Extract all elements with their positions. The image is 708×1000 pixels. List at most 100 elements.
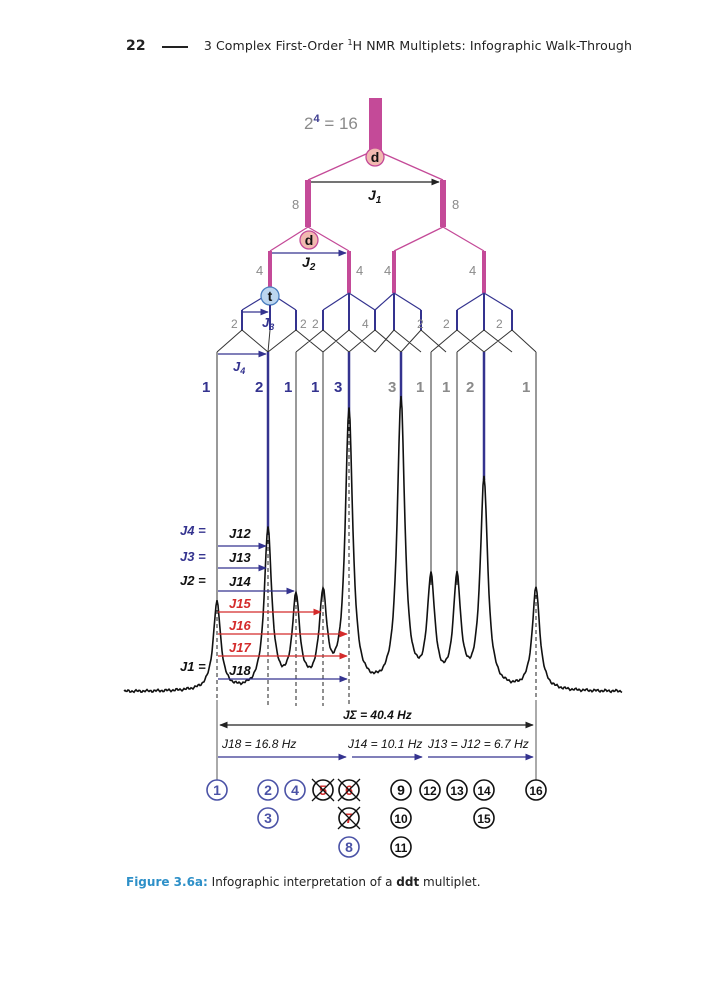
level2-count-4: 4 (469, 263, 476, 278)
caption-label: Figure 3.6a: (126, 875, 208, 889)
line-number-label: 2 (264, 782, 272, 798)
line-number-15: 15 (473, 807, 495, 829)
split-level1 (307, 149, 444, 181)
line-number-2: 2 (257, 779, 279, 801)
bar-level1-left (305, 180, 311, 227)
level3-count-6: 2 (443, 317, 450, 331)
line-number-6: 6 (337, 778, 361, 802)
bar-level2-1 (268, 251, 272, 293)
line-number-label: 9 (397, 782, 405, 798)
intensity-3: 1 (284, 379, 292, 396)
j13-value-label: J13 = J12 = 6.7 Hz (427, 737, 529, 751)
jeq-right-j18: J18 (229, 663, 251, 678)
line-number-11: 11 (390, 836, 412, 858)
level2-count-2: 4 (356, 263, 363, 278)
running-header: 22 3 Complex First-Order 1H NMR Multiple… (126, 38, 632, 54)
level3-count-2: 2 (300, 317, 307, 331)
level2-count-1: 4 (256, 263, 263, 278)
line-number-label: 3 (264, 810, 272, 826)
line-number-8: 8 (338, 836, 360, 858)
line-number-label: 12 (423, 784, 437, 798)
j3-label: J3 (262, 315, 274, 332)
top-formula: 24 = 16 (304, 113, 358, 133)
jsum-label: JΣ = 40.4 Hz (343, 708, 412, 722)
bar-level2-4 (482, 251, 486, 293)
intensity-8: 1 (442, 379, 450, 396)
line-number-7: 7 (337, 806, 361, 830)
splitting-tree: 24 = 16 d J1 8 8 d J2 4 4 4 4 t J3 2 2 2 (202, 98, 537, 396)
j18-value-label: J18 = 16.8 Hz (221, 737, 296, 751)
line-number-circles: 12456912131416371015811 (206, 778, 547, 858)
badge-d1 (365, 147, 385, 167)
split-level2 (269, 226, 485, 252)
badge-d2-label: d (305, 232, 314, 248)
level3-count-1: 2 (231, 317, 238, 331)
stick-lines (216, 352, 537, 605)
line-number-13: 13 (446, 779, 468, 801)
cross-out-mark (337, 806, 361, 830)
line-number-14: 14 (473, 779, 495, 801)
line-number-label: 1 (213, 782, 221, 798)
line-number-1: 1 (206, 779, 228, 801)
intensity-9: 2 (466, 379, 474, 396)
level3-count-5: 2 (417, 317, 424, 331)
line-number-10: 10 (390, 807, 412, 829)
jeq-right-j17: J17 (229, 640, 251, 655)
cross-out-mark (337, 778, 361, 802)
level3-count-3: 2 (312, 317, 319, 331)
line-number-12: 12 (419, 779, 441, 801)
line-number-label: 11 (395, 841, 408, 855)
peak-intensities: 1 2 1 1 3 3 1 1 2 1 (202, 379, 530, 396)
badge-d1-label: d (371, 149, 380, 165)
cross-out-mark (311, 778, 335, 802)
level1-count-left: 8 (292, 197, 299, 212)
line-number-16: 16 (525, 779, 547, 801)
j1-label: J1 (368, 187, 382, 206)
spectrum-trace (123, 395, 623, 694)
jeq-left-j3: J3 = (180, 549, 206, 564)
line-number-label: 13 (450, 784, 464, 798)
top-bar (369, 98, 382, 150)
j-equalities: J4 = J3 = J2 = J1 = J12 J13 J14 J15 J16 … (180, 523, 348, 683)
line-number-label: 4 (291, 782, 299, 798)
line-number-label: 16 (529, 784, 543, 798)
intensity-10: 1 (522, 379, 530, 396)
figure-caption: Figure 3.6a: Infographic interpretation … (126, 875, 481, 889)
chapter-title: 3 Complex First-Order 1H NMR Multiplets:… (203, 38, 632, 54)
line-number-5: 5 (311, 778, 335, 802)
j4-label: J4 (233, 359, 245, 376)
level1-count-right: 8 (452, 197, 459, 212)
line-number-label: 8 (345, 839, 353, 855)
line-number-4: 4 (284, 779, 306, 801)
jeq-left-j4: J4 = (180, 523, 206, 538)
badge-d2 (299, 230, 319, 250)
level3-count-4: 4 (362, 317, 369, 331)
jeq-right-j16: J16 (229, 618, 251, 633)
page-number: 22 (126, 38, 146, 55)
intensity-7: 1 (416, 379, 424, 396)
split-level3 (241, 292, 513, 311)
level2-count-3: 4 (384, 263, 391, 278)
intensity-4: 1 (311, 379, 319, 396)
badge-t-label: t (268, 288, 273, 304)
jeq-left-j1: J1 = (180, 659, 206, 674)
bar-level1-right (440, 180, 446, 227)
line-number-label: 14 (477, 784, 491, 798)
line-number-label: 10 (394, 812, 408, 826)
intensity-1: 1 (202, 379, 210, 396)
line-number-9: 9 (390, 779, 412, 801)
level3-count-7: 2 (496, 317, 503, 331)
header-rule (161, 45, 188, 48)
bar-level2-2 (347, 251, 351, 293)
jeq-right-j12: J12 (229, 526, 251, 541)
jeq-right-j14: J14 (229, 574, 251, 589)
jeq-left-j2: J2 = (180, 573, 206, 588)
intensity-2: 2 (255, 379, 263, 396)
jeq-right-j13: J13 (229, 550, 251, 565)
j2-label: J2 (302, 254, 316, 273)
coupling-summary: JΣ = 40.4 Hz J18 = 16.8 Hz J14 = 10.1 Hz… (216, 700, 537, 780)
intensity-6: 3 (388, 379, 396, 396)
level3-vertical-lines (241, 293, 513, 330)
line-number-label: 15 (477, 812, 491, 826)
